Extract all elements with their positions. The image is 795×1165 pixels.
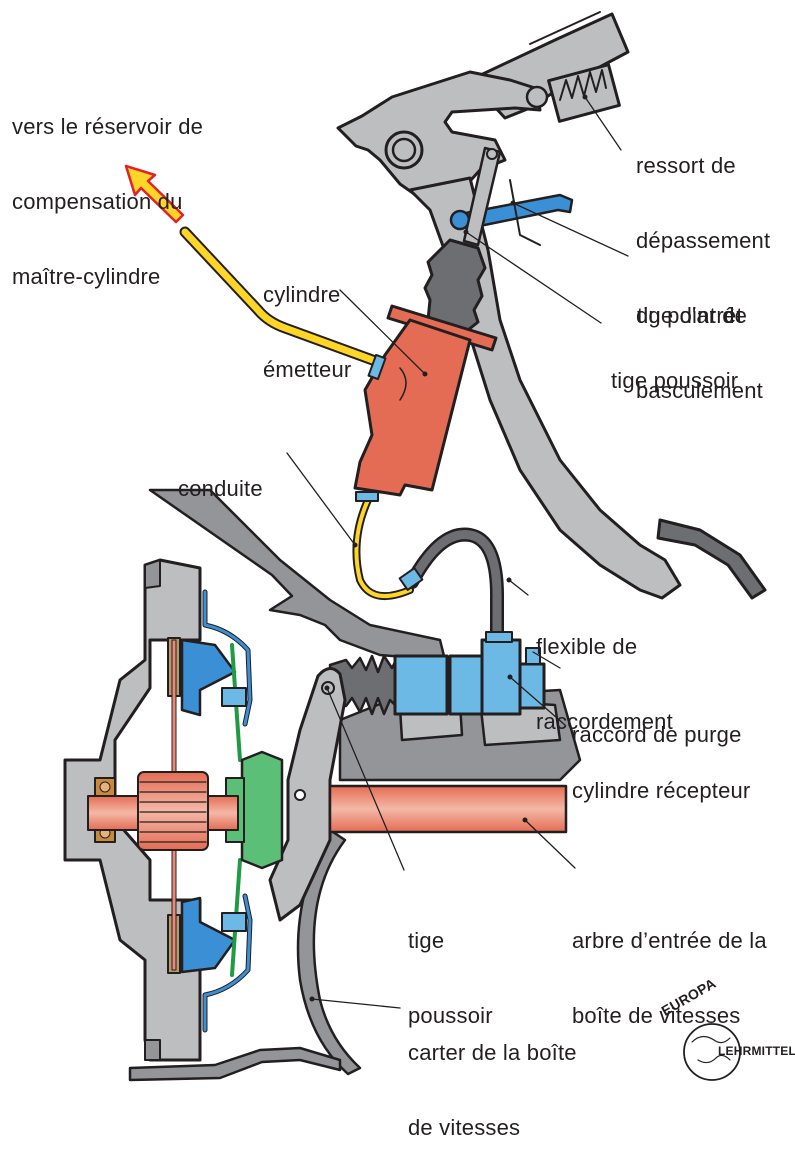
label-line: cylindre récepteur	[572, 778, 751, 803]
label-line: compensation du	[12, 189, 183, 214]
europa-lehrmittel-logo	[683, 1023, 741, 1081]
label-line: ressort de	[636, 153, 736, 178]
label-line: carter de la boîte	[408, 1040, 577, 1065]
label-line: raccord de purge	[572, 722, 742, 747]
flywheel	[63, 558, 202, 1062]
flexible-hose	[398, 527, 505, 647]
reservoir-arrow	[124, 164, 185, 224]
label-line: tige	[408, 928, 445, 953]
label-gearbox-housing: carter de la boîte de vitesses	[408, 990, 577, 1165]
label-line: flexible de	[536, 634, 638, 659]
label-line: arbre d’entrée de la	[572, 928, 767, 953]
label-line: maître-cylindre	[12, 264, 161, 289]
label-master-cylinder: cylindre émetteur	[263, 232, 351, 407]
clutch-diagram: vers le réservoir de compensation du maî…	[12, 11, 795, 1140]
logo-lehrmittel: LEHRMITTEL	[718, 1044, 795, 1058]
label-input-shaft: arbre d’entrée de la boîte de vitesses	[572, 878, 767, 1053]
label-reservoir: vers le réservoir de compensation du maî…	[12, 64, 203, 314]
diaphragm-spring	[202, 589, 253, 1033]
label-hydraulic-line: conduite	[178, 426, 263, 526]
label-overcenter-spring: ressort de dépassement du point de bascu…	[636, 103, 770, 428]
label-flexible-hose: flexible de raccordement	[536, 584, 673, 759]
label-line: cylindre	[263, 282, 341, 307]
leader-dots	[309, 94, 588, 1002]
label-line: vers le réservoir de	[12, 114, 204, 139]
hydraulic-line	[352, 491, 414, 601]
label-line: poussoir	[408, 1003, 493, 1028]
slave-cylinder	[328, 631, 546, 716]
label-pushrod-upper: tige poussoir	[611, 318, 738, 418]
label-line: conduite	[178, 476, 263, 501]
release-bearing	[225, 750, 284, 870]
leader-lines	[286, 96, 629, 1009]
label-bleed-fitting: raccord de purge	[572, 672, 742, 772]
label-line: tige poussoir	[611, 368, 739, 393]
label-line: basculement	[636, 378, 763, 403]
label-line: tige d'arrêt	[637, 303, 743, 328]
label-line: raccordement	[536, 709, 673, 734]
pushrod-upper	[462, 146, 502, 247]
label-line: de vitesses	[408, 1115, 521, 1140]
label-slave-cylinder: cylindre récepteur	[572, 728, 750, 828]
label-line: émetteur	[263, 357, 352, 382]
label-stop-rod: tige d'arrêt	[637, 253, 743, 353]
label-line: boîte de vitesses	[572, 1003, 741, 1028]
label-line: dépassement	[636, 228, 771, 253]
input-shaft	[87, 771, 568, 851]
label-pushrod-lower: tige poussoir	[408, 878, 493, 1053]
reservoir-line	[179, 226, 387, 381]
label-line: du point de	[636, 303, 748, 328]
